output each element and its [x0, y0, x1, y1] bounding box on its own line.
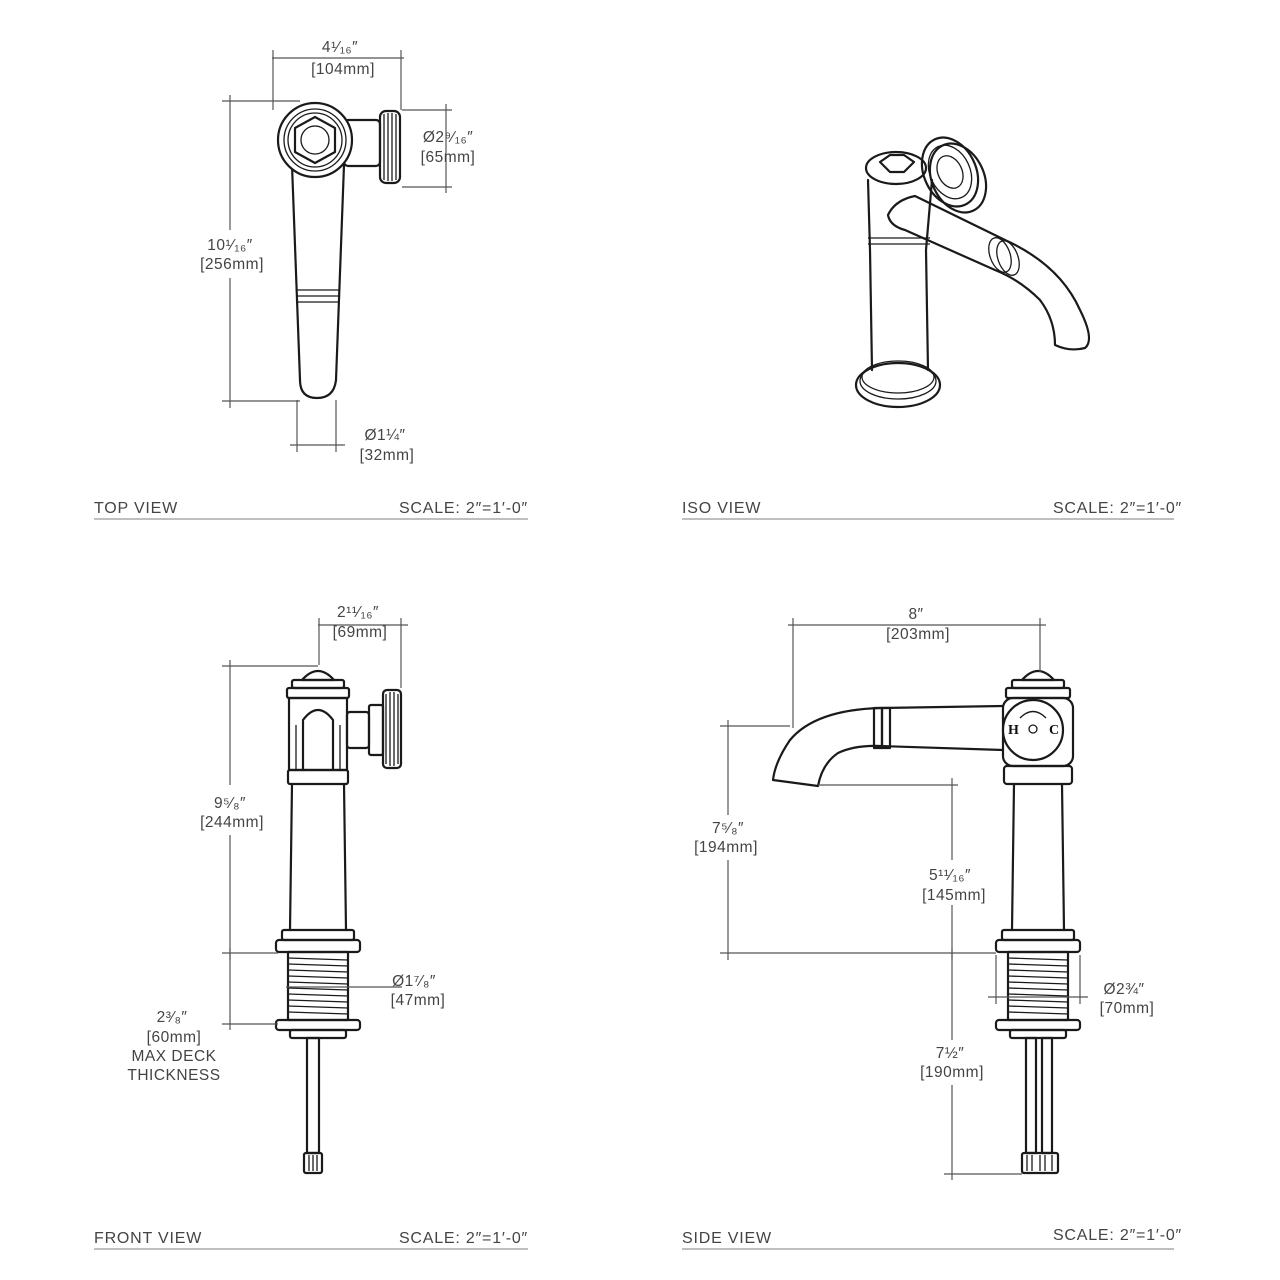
hot-label: H [1008, 723, 1019, 738]
top-length-dimension: 10¹⁄₁₆″ [256mm] [200, 95, 300, 408]
front-deck-note-1: MAX DECK [132, 1048, 217, 1065]
top-spout-body [290, 163, 346, 400]
side-height-metric: [194mm] [694, 839, 758, 856]
top-length-imperial: 10¹⁄₁₆″ [207, 237, 252, 254]
front-width-metric: [69mm] [333, 624, 388, 641]
front-width-dimension: 2¹¹⁄₁₆″ [69mm] [318, 604, 408, 688]
top-view-scale: SCALE: 2″=1′-0″ [399, 500, 528, 517]
front-handle-knob [345, 688, 403, 770]
top-handle-metric: [65mm] [421, 149, 476, 166]
top-length-metric: [256mm] [200, 256, 264, 273]
front-width-imperial: 2¹¹⁄₁₆″ [337, 604, 379, 621]
front-deck-imperial: 2³⁄₈″ [157, 1009, 188, 1026]
top-spout-metric: [32mm] [360, 447, 415, 464]
front-shank-metric: [47mm] [391, 992, 446, 1009]
front-deck-dimension: 2³⁄₈″ [60mm] MAX DECK THICKNESS [127, 948, 278, 1084]
top-handle-imperial: Ø2⁹⁄₁₆″ [423, 129, 473, 146]
front-view-scale: SCALE: 2″=1′-0″ [399, 1230, 528, 1247]
side-view: H C [682, 606, 1182, 1250]
cold-label: C [1049, 723, 1059, 738]
side-reach-imperial: 8″ [908, 606, 923, 623]
side-base-imperial: Ø2¾″ [1103, 981, 1144, 998]
top-spout-imperial: Ø1¼″ [364, 427, 405, 444]
iso-handle-knob [920, 136, 988, 214]
side-view-label: SIDE VIEW [682, 1230, 772, 1247]
iso-spout [886, 194, 1091, 351]
top-handle-knob [342, 109, 402, 185]
side-reach-metric: [203mm] [886, 626, 950, 643]
side-below-dimension: 7½″ [190mm] [920, 948, 1022, 1180]
side-view-scale: SCALE: 2″=1′-0″ [1053, 1227, 1182, 1244]
side-base-dimension: Ø2¾″ [70mm] [988, 955, 1154, 1017]
top-width-dimension: 4¹⁄₁₆″ [104mm] [272, 39, 404, 110]
top-spout-dimension: Ø1¼″ [32mm] [290, 400, 414, 464]
front-height-dimension: 9⁵⁄₈″ [244mm] [200, 660, 318, 960]
front-deck-metric: [60mm] [147, 1029, 202, 1046]
side-base-metric: [70mm] [1100, 1000, 1155, 1017]
front-deck-note-2: THICKNESS [127, 1067, 220, 1084]
side-below-imperial: 7½″ [936, 1045, 965, 1062]
side-clearance-dimension: 5¹¹⁄₁₆″ [145mm] [818, 778, 986, 960]
side-height-dimension: 7⁵⁄₈″ [194mm] [694, 720, 996, 960]
front-height-metric: [244mm] [200, 814, 264, 831]
front-height-imperial: 9⁵⁄₈″ [214, 795, 246, 812]
side-reach-dimension: 8″ [203mm] [788, 606, 1046, 728]
side-clearance-imperial: 5¹¹⁄₁₆″ [929, 867, 971, 884]
top-handle-dimension: Ø2⁹⁄₁₆″ [65mm] [402, 104, 475, 193]
side-clearance-metric: [145mm] [922, 887, 986, 904]
top-view-label: TOP VIEW [94, 500, 178, 517]
side-spout [771, 704, 1005, 788]
iso-view-label: ISO VIEW [682, 500, 761, 517]
front-thread-lines [287, 957, 349, 1015]
front-shank-dimension: Ø1⁷⁄₈″ [47mm] [286, 973, 445, 1009]
top-width-imperial: 4¹⁄₁₆″ [322, 39, 358, 56]
side-below-metric: [190mm] [920, 1064, 984, 1081]
iso-view-scale: SCALE: 2″=1′-0″ [1053, 500, 1182, 517]
front-view: 2¹¹⁄₁₆″ [69mm] 9⁵⁄₈″ [244mm] Ø1⁷⁄₈″ [47m… [94, 604, 528, 1250]
front-view-label: FRONT VIEW [94, 1230, 202, 1247]
side-height-imperial: 7⁵⁄₈″ [712, 820, 744, 837]
top-width-metric: [104mm] [311, 61, 375, 78]
top-view: 4¹⁄₁₆″ [104mm] Ø2⁹⁄₁₆″ [65mm] 10¹⁄₁₆″ [2… [94, 39, 528, 520]
side-thread-lines [1007, 957, 1069, 1015]
front-shank-imperial: Ø1⁷⁄₈″ [392, 973, 436, 990]
iso-view: ISO VIEW SCALE: 2″=1′-0″ [682, 136, 1182, 520]
